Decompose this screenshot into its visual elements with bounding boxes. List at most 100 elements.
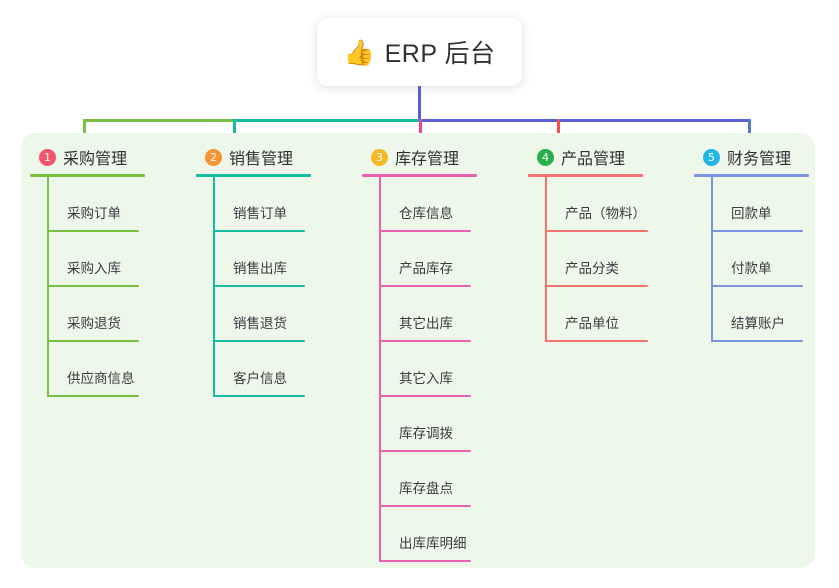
leaf-item-label: 供应商信息 — [67, 371, 135, 386]
leaf-item-label: 产品分类 — [565, 261, 619, 276]
leaf-item-rule — [379, 285, 471, 287]
leaf-item-label: 出库库明细 — [399, 536, 467, 551]
leaf-item-rule — [711, 230, 803, 232]
leaf-item-rule — [213, 340, 305, 342]
leaf-item-label: 采购入库 — [67, 261, 121, 276]
column-badge-5: 5 — [703, 148, 720, 166]
leaf-item-label: 销售退货 — [233, 316, 287, 331]
leaf-item[interactable]: 采购订单 — [47, 177, 145, 232]
leaf-item-rule — [545, 230, 648, 232]
leaf-item[interactable]: 回款单 — [711, 177, 809, 232]
column-title-4: 产品管理 — [561, 151, 626, 168]
leaf-item[interactable]: 其它出库 — [379, 287, 477, 342]
leaf-item-label: 销售出库 — [233, 261, 287, 276]
root-node-title: ERP 后台 — [384, 40, 496, 68]
leaf-item[interactable]: 销售出库 — [213, 232, 311, 287]
leaf-item[interactable]: 库存盘点 — [379, 452, 477, 507]
leaf-item-rule — [379, 505, 471, 507]
leaf-item-rule — [213, 395, 305, 397]
column-header-4[interactable]: 4 产品管理 — [528, 146, 643, 168]
leaf-list-3: 仓库信息产品库存其它出库其它入库库存调拨库存盘点出库库明细 — [379, 177, 477, 562]
leaf-item-rule — [47, 285, 139, 287]
leaf-item-rule — [545, 340, 648, 342]
connector-drop-1 — [83, 119, 86, 146]
leaf-item-label: 采购退货 — [67, 316, 121, 331]
leaf-item-rule — [213, 230, 305, 232]
leaf-list-4: 产品（物料） 产品分类产品单位 — [545, 177, 648, 342]
leaf-item-label: 采购订单 — [67, 206, 121, 221]
column-销售管理: 2 销售管理销售订单销售出库销售退货客户信息 — [196, 146, 311, 397]
column-badge-2: 2 — [205, 148, 222, 166]
leaf-item-label: 产品（物料） — [565, 206, 646, 221]
leaf-item[interactable]: 供应商信息 — [47, 342, 145, 397]
leaf-spine-1 — [47, 177, 49, 397]
diagram-panel — [21, 133, 815, 568]
leaf-item-label: 销售订单 — [233, 206, 287, 221]
leaf-item-label: 回款单 — [731, 206, 772, 221]
leaf-item[interactable]: 客户信息 — [213, 342, 311, 397]
leaf-list-1: 采购订单采购入库采购退货供应商信息 — [47, 177, 145, 397]
connector-bus-purple — [419, 119, 751, 122]
leaf-item[interactable]: 销售订单 — [213, 177, 311, 232]
column-header-2[interactable]: 2 销售管理 — [196, 146, 311, 168]
column-产品管理: 4 产品管理产品（物料） 产品分类产品单位 — [528, 146, 648, 342]
leaf-item-label: 其它入库 — [399, 371, 453, 386]
leaf-spine-4 — [545, 177, 547, 342]
connector-drop-5 — [748, 119, 751, 146]
leaf-item[interactable]: 付款单 — [711, 232, 809, 287]
column-badge-1: 1 — [39, 148, 56, 166]
root-node-card[interactable]: 👍 ERP 后台 — [317, 18, 522, 86]
leaf-item-rule — [379, 395, 471, 397]
leaf-spine-2 — [213, 177, 215, 397]
leaf-item[interactable]: 仓库信息 — [379, 177, 477, 232]
leaf-item-label: 客户信息 — [233, 371, 287, 386]
leaf-item[interactable]: 销售退货 — [213, 287, 311, 342]
leaf-item[interactable]: 产品单位 — [545, 287, 648, 342]
leaf-item-rule — [711, 340, 803, 342]
leaf-spine-5 — [711, 177, 713, 342]
leaf-list-2: 销售订单销售出库销售退货客户信息 — [213, 177, 311, 397]
column-rule-5 — [694, 174, 809, 177]
leaf-item-rule — [711, 285, 803, 287]
column-badge-3: 3 — [371, 148, 388, 166]
leaf-item[interactable]: 采购入库 — [47, 232, 145, 287]
leaf-item[interactable]: 其它入库 — [379, 342, 477, 397]
column-库存管理: 3 库存管理仓库信息产品库存其它出库其它入库库存调拨库存盘点出库库明细 — [362, 146, 477, 562]
leaf-list-5: 回款单付款单结算账户 — [711, 177, 809, 342]
column-title-3: 库存管理 — [395, 151, 460, 168]
column-title-1: 采购管理 — [63, 151, 128, 168]
leaf-item[interactable]: 结算账户 — [711, 287, 809, 342]
leaf-item[interactable]: 库存调拨 — [379, 397, 477, 452]
column-采购管理: 1 采购管理采购订单采购入库采购退货供应商信息 — [30, 146, 145, 397]
column-header-1[interactable]: 1 采购管理 — [30, 146, 145, 168]
leaf-item[interactable]: 产品（物料） — [545, 177, 648, 232]
leaf-item-rule — [379, 450, 471, 452]
leaf-item-rule — [379, 230, 471, 232]
leaf-item-rule — [379, 340, 471, 342]
leaf-item[interactable]: 采购退货 — [47, 287, 145, 342]
column-rule-2 — [196, 174, 311, 177]
leaf-item-rule — [47, 395, 139, 397]
leaf-item-rule — [545, 285, 648, 287]
thumbs-up-icon: 👍 — [343, 37, 375, 67]
column-badge-4: 4 — [537, 148, 554, 166]
column-header-3[interactable]: 3 库存管理 — [362, 146, 477, 168]
leaf-item-label: 付款单 — [731, 261, 772, 276]
leaf-item-rule — [379, 560, 471, 562]
connector-drop-3 — [419, 119, 422, 146]
leaf-item-label: 库存盘点 — [399, 481, 453, 496]
column-rule-4 — [528, 174, 643, 177]
connector-bus-teal — [233, 119, 419, 122]
leaf-item-label: 库存调拨 — [399, 426, 453, 441]
leaf-item-label: 结算账户 — [731, 316, 785, 331]
leaf-item[interactable]: 产品库存 — [379, 232, 477, 287]
leaf-item[interactable]: 产品分类 — [545, 232, 648, 287]
leaf-item-rule — [47, 230, 139, 232]
leaf-item-rule — [47, 340, 139, 342]
column-title-2: 销售管理 — [229, 151, 294, 168]
leaf-item[interactable]: 出库库明细 — [379, 507, 477, 562]
connector-root-stem — [418, 86, 421, 122]
connector-drop-2 — [233, 119, 236, 146]
connector-bus-green — [83, 119, 233, 122]
